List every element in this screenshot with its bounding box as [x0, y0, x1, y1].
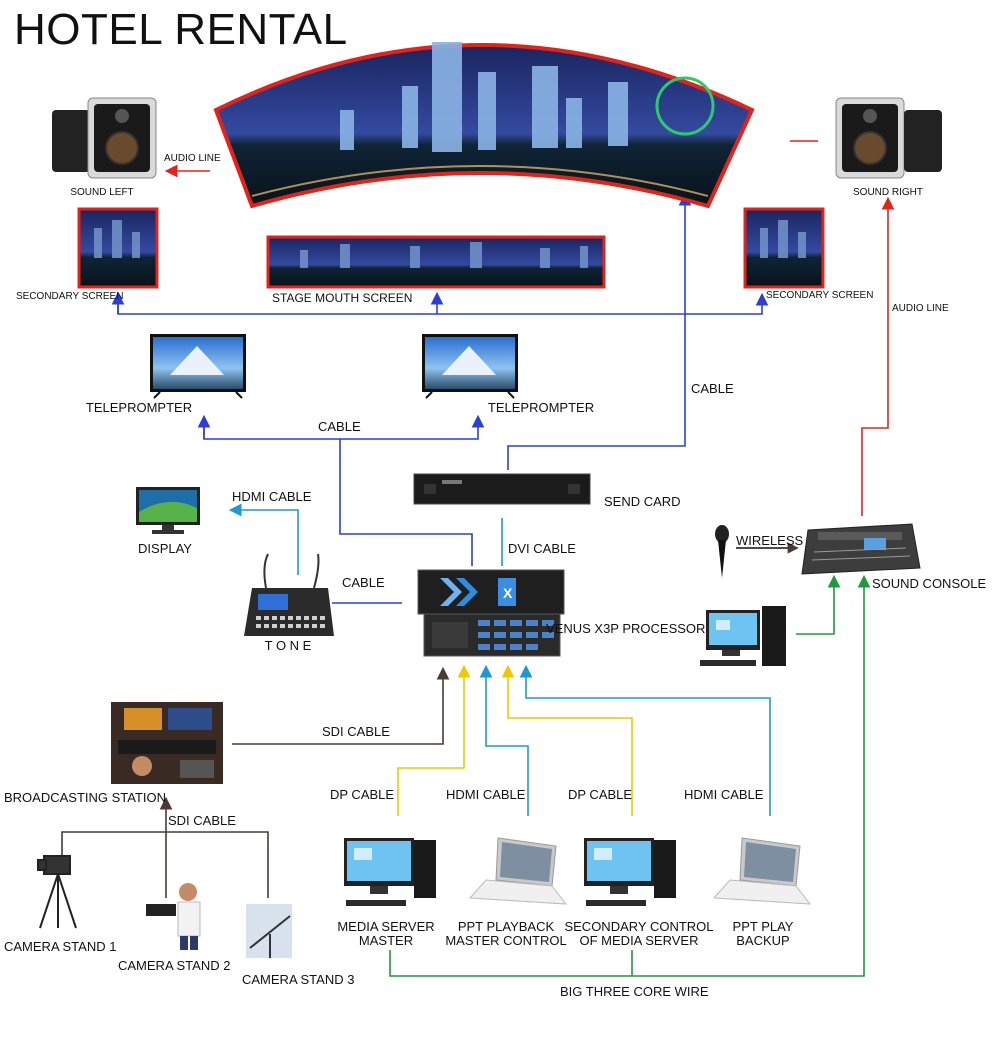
ppt-playback-line-2: MASTER CONTROL: [445, 933, 567, 948]
tone-mixer-device: [244, 553, 334, 636]
wireless-label: WIRELESS: [736, 533, 804, 548]
sdi-station-label: SDI CABLE: [322, 724, 390, 739]
teleprompter-right-label: TELEPROMPTER: [487, 400, 595, 415]
cable-processor-to-teleprompters: [339, 439, 473, 566]
processor-label: VENUS X3P PROCESSOR: [546, 621, 706, 636]
secondary-screen-left-label: SECONDARY SCREEN: [16, 291, 124, 302]
sound-console-device: [801, 523, 921, 575]
cable-teleprompter-label: CABLE: [318, 419, 361, 434]
hdmi-ppt-master: [479, 664, 529, 816]
audio-line-right-label: AUDIO LINE: [892, 303, 949, 314]
cable-tone-label: CABLE: [342, 575, 385, 590]
camera-stand-2-label: CAMERA STAND 2: [118, 958, 231, 973]
stage-mouth-screen: [266, 235, 606, 289]
main-curved-screen: [213, 42, 755, 209]
sound-right-label: SOUND RIGHT: [853, 187, 923, 198]
media-server-master-pc: [344, 838, 436, 906]
media-server-line-1: MEDIA SERVER: [337, 919, 435, 934]
cable-secondary-screens: [117, 292, 769, 315]
svg-text:X: X: [503, 585, 513, 601]
ppt-playback-laptop: [468, 837, 568, 905]
camera-stand-1-label: CAMERA STAND 1: [4, 939, 117, 954]
teleprompter-left: [150, 334, 246, 399]
teleprompter-left-label: TELEPROMPTER: [85, 400, 193, 415]
hdmi-cable-2-label: HDMI CABLE: [684, 787, 764, 802]
media-server-line-2: MASTER: [358, 933, 414, 948]
sound-left-label: SOUND LEFT: [70, 187, 134, 198]
audio-line-left-label: AUDIO LINE: [164, 153, 221, 164]
display-label: DISPLAY: [138, 541, 192, 556]
green-pc-to-console: [796, 574, 841, 635]
teleprompter-right: [422, 334, 518, 399]
camera-stand-3: [246, 904, 292, 958]
secondary-screen-right-label: SECONDARY SCREEN: [766, 290, 874, 301]
dp-media-master: [397, 664, 471, 816]
sound-console-label: SOUND CONSOLE: [872, 576, 987, 591]
tone-label: T O N E: [264, 638, 312, 653]
ppt-play-backup-laptop: [712, 837, 812, 905]
broadcasting-station-label: BROADCASTING STATION: [4, 790, 167, 805]
ppt-backup-line-2: BACKUP: [736, 933, 790, 948]
microphone-icon: [715, 525, 729, 578]
speaker-left: [52, 97, 157, 179]
page-title: HOTEL RENTAL: [14, 5, 348, 54]
camera-stand-2: [146, 883, 201, 950]
hdmi-ppt-backup: [519, 664, 771, 816]
dp-secondary-control: [501, 664, 633, 816]
camera-stand-3-label: CAMERA STAND 3: [242, 972, 355, 987]
stage-mouth-screen-label: STAGE MOUTH SCREEN: [272, 291, 413, 305]
secondary-control-label: SECONDARY CONTROL OF MEDIA SERVER: [564, 920, 713, 948]
display-monitor: [136, 487, 200, 534]
send-card-label: SEND CARD: [604, 494, 681, 509]
cable-sendcard-to-screen: [507, 192, 692, 470]
send-card-device: [413, 473, 591, 505]
ppt-playback-label: PPT PLAYBACK MASTER CONTROL: [445, 920, 566, 948]
cable-top-label: CABLE: [691, 381, 734, 396]
broadcasting-station-photo: [111, 702, 223, 784]
dvi-cable-label: DVI CABLE: [508, 541, 576, 556]
hdmi-cable-1-label: HDMI CABLE: [446, 787, 526, 802]
media-server-master-label: MEDIA SERVER MASTER: [337, 920, 434, 948]
secondary-control-line-2: OF MEDIA SERVER: [579, 933, 699, 948]
hdmi-display-label: HDMI CABLE: [232, 489, 312, 504]
sdi-cameras-bus: [61, 831, 269, 898]
speaker-right: [835, 97, 942, 179]
audio-line-right-wire: [861, 196, 895, 516]
camera-stand-1: [37, 855, 77, 929]
secondary-control-pc: [584, 838, 676, 906]
sdi-station-to-processor: [232, 666, 450, 745]
console-pc: [700, 606, 786, 666]
hdmi-tone-to-display: [228, 503, 299, 575]
dp-cable-1-label: DP CABLE: [330, 787, 395, 802]
dp-cable-2-label: DP CABLE: [568, 787, 633, 802]
ppt-backup-line-1: PPT PLAY: [732, 919, 794, 934]
venus-processor-device: X: [417, 569, 565, 657]
big-three-core-wire: [389, 574, 871, 977]
secondary-control-line-1: SECONDARY CONTROL: [564, 919, 714, 934]
sdi-cameras-label: SDI CABLE: [168, 813, 236, 828]
big-three-core-label: BIG THREE CORE WIRE: [560, 984, 709, 999]
ppt-play-backup-label: PPT PLAY BACKUP: [733, 920, 794, 948]
ppt-playback-line-1: PPT PLAYBACK: [457, 919, 555, 934]
